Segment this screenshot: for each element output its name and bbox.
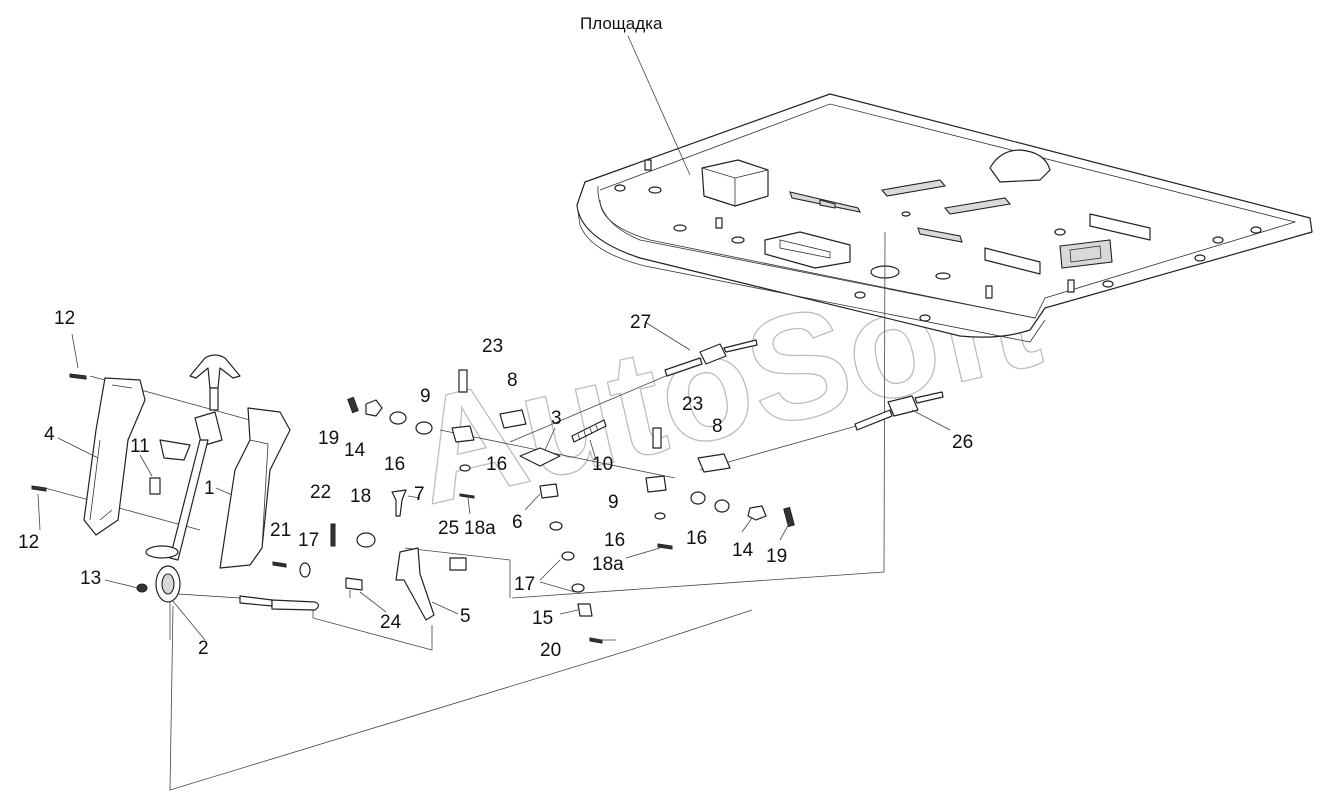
callout-16b: 16: [486, 454, 507, 475]
callout-14b: 14: [732, 540, 754, 561]
part-14b-nut: [747, 505, 767, 521]
part-16-washer-d: [654, 512, 666, 520]
callout-22: 22: [310, 482, 331, 503]
part-22-pin: [330, 523, 336, 547]
part-8a-fork: [499, 409, 527, 429]
callout-18a1: 18a: [464, 518, 496, 539]
callout-20: 20: [540, 640, 561, 661]
part-10-spring: [571, 419, 607, 443]
part-17a-washer: [299, 562, 311, 578]
callout-6: 6: [512, 512, 523, 533]
part-16-washer-a: [389, 411, 407, 425]
callout-16a: 16: [384, 454, 405, 475]
callout-13: 13: [80, 568, 101, 589]
part-12b-pin: [31, 485, 47, 492]
part-17b-washer2: [561, 551, 575, 561]
part-23b-pin: [652, 427, 662, 449]
part-2-wheel: [155, 565, 320, 611]
part-27-cable-end: [664, 339, 758, 377]
callout-12a: 12: [54, 308, 75, 329]
callout-3: 3: [551, 408, 562, 429]
part-12a-pin: [69, 373, 87, 380]
callout-17a: 17: [298, 530, 319, 551]
part-handle-rod: [145, 354, 241, 561]
part-6-clip: [539, 483, 559, 499]
part-19a-pin: [347, 396, 359, 414]
part-17b-washer3: [571, 583, 585, 593]
part-16-washer-c: [459, 464, 471, 472]
callout-15: 15: [532, 608, 553, 629]
callout-21: 21: [270, 520, 291, 541]
part-16-washer-f: [714, 499, 730, 513]
callout-27: 27: [630, 312, 651, 333]
part-4-bracket: [83, 377, 146, 536]
callout-19a: 19: [318, 428, 339, 449]
callout-11: 11: [130, 436, 150, 457]
callout-16c: 16: [604, 530, 625, 551]
callout-14a: 14: [344, 440, 366, 461]
part-19b-pin: [783, 506, 795, 528]
part-25-bushing: [449, 557, 467, 571]
part-11-bolt: [149, 477, 161, 495]
callout-26: 26: [952, 432, 973, 453]
callout-8a: 8: [507, 370, 518, 391]
part-5-lever: [395, 547, 435, 621]
callout-9a: 9: [420, 386, 431, 407]
part-18a1-pin: [459, 493, 475, 499]
part-21-pin: [272, 561, 287, 568]
part-3-plate: [519, 447, 561, 467]
platform-plate: [576, 93, 1313, 343]
callout-4: 4: [44, 424, 55, 445]
callout-18a2: 18a: [592, 554, 624, 575]
callout-10: 10: [592, 454, 613, 475]
callout-9b: 9: [608, 492, 619, 513]
part-23a-pin: [458, 369, 468, 393]
part-24-bushing: [345, 577, 363, 591]
callout-19b: 19: [766, 546, 787, 567]
part-1-cover: [219, 407, 291, 569]
part-18-washer: [356, 532, 376, 548]
callout-25: 25: [438, 518, 459, 539]
part-8b-fork: [697, 453, 731, 473]
callout-23b: 23: [682, 394, 703, 415]
part-17b-washer1: [549, 521, 563, 531]
part-15-nut: [577, 603, 593, 617]
part-9b-lever: [645, 475, 667, 493]
part-16-washer-e: [690, 491, 706, 505]
part-14a-nut: [365, 399, 383, 417]
part-13-nut: [136, 583, 148, 593]
callout-8b: 8: [712, 416, 723, 437]
part-26-cable-end: [854, 391, 944, 431]
callout-17b: 17: [514, 574, 535, 595]
callout-23a: 23: [482, 336, 503, 357]
callout-24: 24: [380, 612, 402, 633]
callout-18: 18: [350, 486, 371, 507]
callout-16d: 16: [686, 528, 707, 549]
part-16-washer-b: [415, 421, 433, 435]
part-9a-lever: [451, 425, 475, 443]
part-18a2-pin: [657, 543, 673, 550]
callout-7: 7: [414, 484, 425, 505]
callout-1: 1: [204, 478, 215, 499]
part-20-pin: [589, 637, 603, 644]
part-7-bolt: [391, 489, 407, 517]
callout-2: 2: [198, 638, 209, 659]
callout-12b: 12: [18, 532, 39, 553]
platform-title: Площадка: [580, 14, 663, 33]
callout-5: 5: [460, 606, 471, 627]
